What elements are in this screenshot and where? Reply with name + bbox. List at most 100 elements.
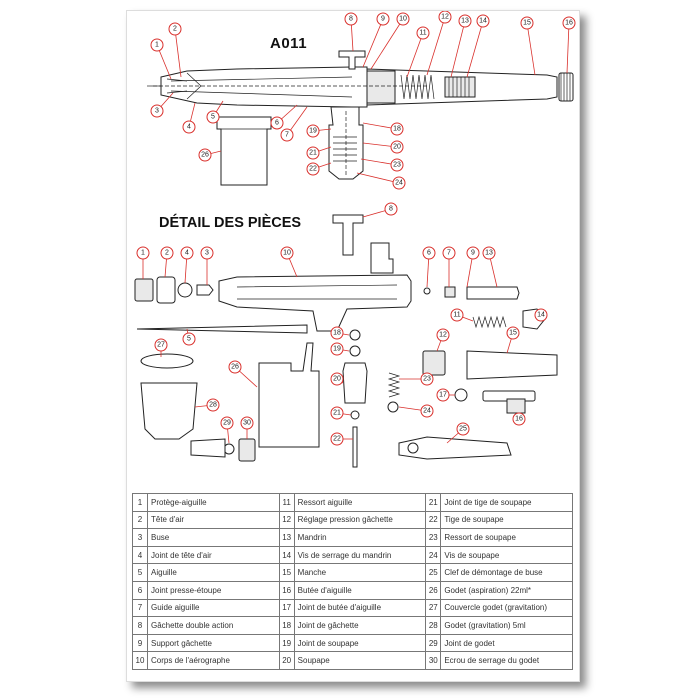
part-name: Corps de l'aérographe [147, 651, 280, 670]
leader-line [526, 22, 536, 76]
top-callout-13: 13 [450, 14, 472, 78]
callout-circle [306, 146, 320, 160]
callout-label: 15 [523, 20, 531, 27]
top-callout-20: 20 [362, 140, 404, 154]
callout-label: 11 [453, 312, 460, 319]
part-number: 28 [425, 616, 442, 635]
callout-label: 1 [155, 42, 159, 49]
part-number: 15 [278, 563, 295, 582]
part-number: 25 [425, 563, 442, 582]
callout-circle [150, 38, 164, 52]
part-name: Ressort aiguille [293, 493, 427, 512]
callout-circle [520, 16, 534, 30]
callout-label: 24 [395, 180, 403, 187]
part-name: Ressort de soupape [440, 528, 573, 547]
callout-label: 13 [461, 18, 469, 25]
callout-circle [150, 104, 164, 118]
callout-label: 9 [381, 16, 385, 23]
detail-callout-16: 16 [512, 412, 526, 426]
top-callout-16: 16 [562, 16, 576, 74]
part-number: 14 [278, 545, 295, 565]
top-callout-18: 18 [362, 122, 404, 136]
callout-label: 29 [223, 420, 231, 427]
detail-callout-11: 11 [450, 308, 474, 322]
callout-label: 7 [447, 250, 451, 257]
callout-label: 3 [205, 250, 209, 257]
top-callout-14: 14 [466, 14, 490, 78]
part-name: Aiguille [147, 563, 280, 582]
callout-circle [330, 342, 344, 356]
part-name: Joint de butée d'aiguille [293, 598, 427, 618]
callout-label: 30 [243, 420, 251, 427]
top-callout-24: 24 [356, 172, 406, 190]
part-number: 9 [132, 633, 148, 653]
callout-circle [396, 12, 410, 26]
part-name: Godet (gravitation) 5ml [440, 616, 573, 635]
part-number: 29 [425, 633, 442, 653]
part-name: Joint presse-étoupe [147, 580, 280, 600]
part-name: Joint de godet [440, 633, 573, 653]
part-number: 21 [425, 493, 442, 512]
callout-label: 6 [275, 120, 279, 127]
top-callout-7: 7 [280, 106, 308, 142]
part-number: 30 [425, 651, 442, 670]
detail-callout-13: 13 [482, 246, 498, 288]
callout-circle [506, 326, 520, 340]
callout-circle [306, 162, 320, 176]
top-callout-11: 11 [406, 26, 430, 78]
callout-label: 27 [157, 342, 165, 349]
callout-circle [416, 26, 430, 40]
leader-line [466, 20, 484, 78]
callout-circle [438, 11, 452, 24]
callout-circle [482, 246, 496, 260]
callout-label: 4 [187, 124, 191, 131]
callout-label: 26 [201, 152, 209, 159]
part-name: Godet (aspiration) 22ml* [440, 580, 573, 600]
callout-label: 2 [173, 26, 177, 33]
detail-callout-6: 6 [422, 246, 436, 288]
part-number: 3 [132, 528, 148, 547]
part-name: Manche [293, 563, 427, 582]
callout-label: 14 [479, 18, 487, 25]
part-number: 16 [278, 580, 295, 600]
top-callout-22: 22 [306, 162, 332, 176]
detail-callout-8: 8 [362, 202, 398, 218]
callout-circle [330, 432, 344, 446]
detail-callout-24: 24 [398, 404, 434, 418]
detail-callout-17: 17 [436, 388, 455, 402]
detail-callout-3: 3 [200, 246, 214, 285]
part-name: Support gâchette [147, 633, 280, 653]
detail-callout-19: 19 [330, 342, 350, 356]
callout-label: 3 [155, 108, 159, 115]
part-number: 11 [278, 493, 295, 512]
callout-label: 8 [389, 206, 393, 213]
top-callout-4: 4 [182, 102, 196, 134]
top-callout-3: 3 [150, 92, 174, 118]
callout-circle [330, 372, 344, 386]
callout-label: 17 [439, 392, 447, 399]
part-name: Mandrin [293, 528, 427, 547]
callout-label: 20 [393, 144, 401, 151]
part-name: Réglage pression gâchette [293, 510, 427, 530]
callout-label: 10 [283, 250, 291, 257]
callout-circle [306, 124, 320, 138]
part-name: Butée d'aiguille [293, 580, 427, 600]
callout-label: 18 [393, 126, 401, 133]
detail-callout-10: 10 [280, 246, 298, 278]
callout-circle [206, 110, 220, 124]
assembled-airbrush [147, 50, 574, 186]
callout-circle [136, 246, 150, 260]
callout-label: 19 [333, 346, 341, 353]
leader-line [362, 18, 384, 68]
part-name: Buse [147, 528, 280, 547]
detail-callout-7: 7 [442, 246, 456, 287]
detail-callout-2: 2 [160, 246, 174, 278]
part-name: Joint de soupape [293, 633, 427, 653]
part-name: Clef de démontage de buse [440, 563, 573, 582]
callout-circle [206, 398, 220, 412]
